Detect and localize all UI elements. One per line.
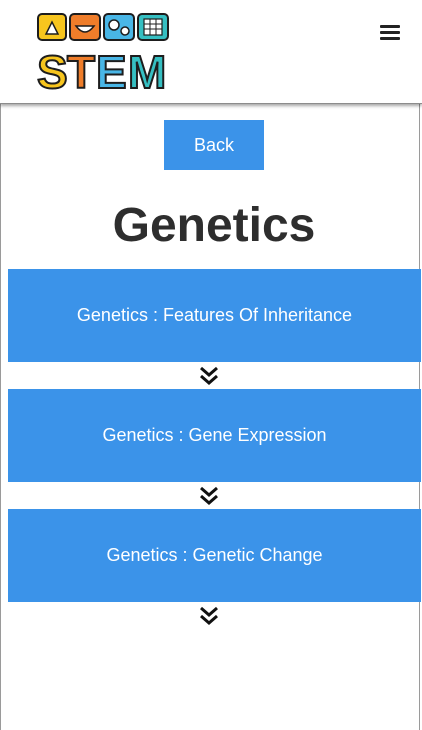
svg-text:S: S xyxy=(37,46,68,92)
back-button[interactable]: Back xyxy=(164,120,264,170)
site-header: S T E M xyxy=(0,0,422,104)
topic-button-gene-expression[interactable]: Genetics : Gene Expression xyxy=(8,389,421,482)
stem-logo[interactable]: S T E M xyxy=(36,12,170,99)
menu-bar xyxy=(380,31,400,34)
double-chevron-down-icon xyxy=(200,366,218,385)
double-chevron-down-icon xyxy=(200,606,218,625)
double-chevron-down-icon xyxy=(200,486,218,505)
page-title: Genetics xyxy=(112,199,316,252)
topic-button-features-of-inheritance[interactable]: Genetics : Features Of Inheritance xyxy=(8,269,421,362)
stem-logo-graphic: S T E M xyxy=(36,13,169,99)
topic-button-genetic-change[interactable]: Genetics : Genetic Change xyxy=(8,509,421,602)
menu-bar xyxy=(380,37,400,40)
svg-text:T: T xyxy=(67,46,95,92)
menu-bar xyxy=(380,25,400,28)
svg-text:E: E xyxy=(96,46,127,92)
hamburger-menu-icon[interactable] xyxy=(380,22,402,42)
svg-text:M: M xyxy=(128,46,166,92)
